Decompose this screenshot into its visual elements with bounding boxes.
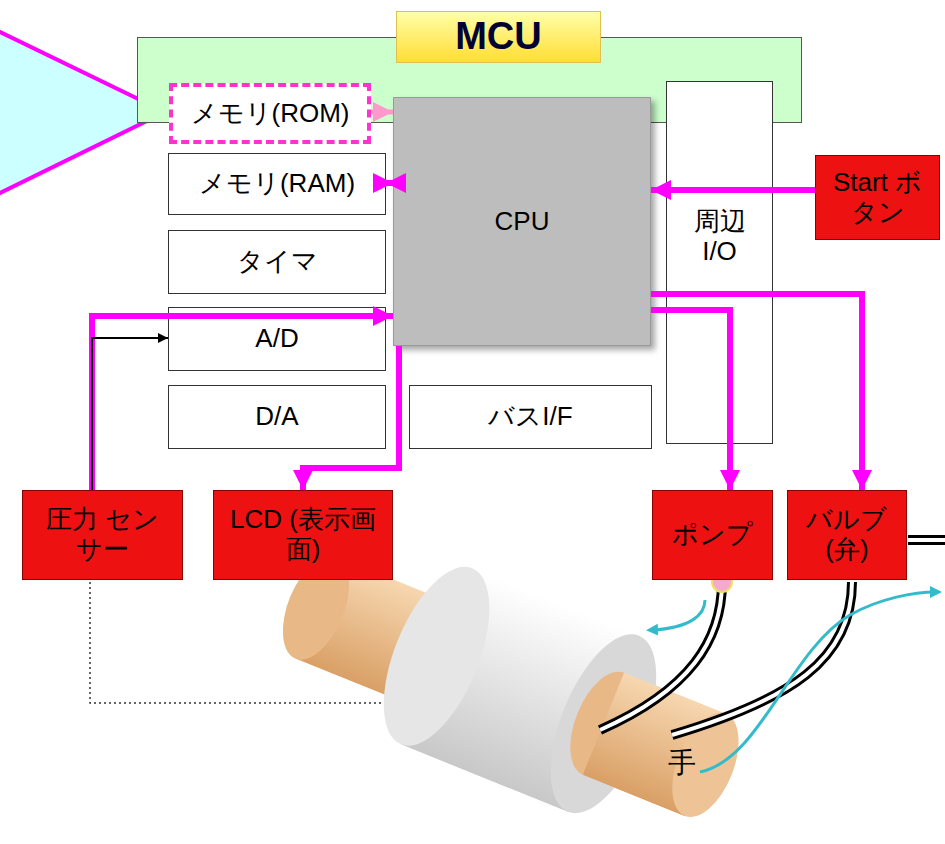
converter-box: A/D [168, 307, 386, 371]
timer-box: タイマ [168, 230, 386, 294]
mcu-label: MCU [396, 11, 601, 63]
part-label: 手 [668, 744, 696, 782]
signal-arrow [651, 187, 815, 193]
pump-box: ポンプ [652, 490, 773, 580]
box-label: LCD (表示画面) [225, 505, 381, 565]
memory-box: メモリ(ROM) [169, 83, 371, 144]
box-label: 圧力 センサー [44, 505, 161, 565]
bus-box: バスI/F [409, 385, 652, 449]
box-label: タイマ [237, 247, 318, 277]
box-label: 周辺 I/O [691, 207, 748, 267]
signal-arrow [92, 338, 168, 490]
signal-arrow [92, 316, 393, 490]
display-box: LCD (表示画面) [213, 490, 393, 580]
io-box: 周辺 I/O [666, 81, 773, 444]
box-label: A/D [255, 324, 298, 354]
cpu-box: CPU [393, 97, 651, 346]
signal-arrow [651, 310, 730, 490]
box-label: CPU [495, 207, 550, 237]
box-label: ポンプ [672, 520, 753, 550]
signal-arrow [386, 180, 393, 186]
valve-box: バルブ (弁) [787, 490, 907, 580]
sensor-box: 圧力 センサー [22, 490, 183, 580]
signal-arrow [303, 346, 399, 490]
box-label: バルブ (弁) [804, 505, 890, 565]
button-box: Start ボタン [815, 155, 940, 240]
box-label: メモリ(RAM) [199, 169, 355, 199]
memory-box: メモリ(RAM) [168, 153, 386, 215]
signal-arrow [651, 294, 862, 490]
signal-arrow [371, 110, 393, 115]
box-label: MCU [455, 15, 542, 59]
box-label: D/A [255, 402, 298, 432]
box-label: バスI/F [488, 402, 572, 432]
box-label: メモリ(ROM) [191, 99, 350, 129]
converter-box: D/A [168, 385, 386, 449]
mcu-panel: MCUメモリ(ROM)メモリ(RAM)タイマA/DD/ACPUバスI/F周辺 I… [137, 37, 802, 123]
box-label: Start ボタン [832, 168, 923, 228]
